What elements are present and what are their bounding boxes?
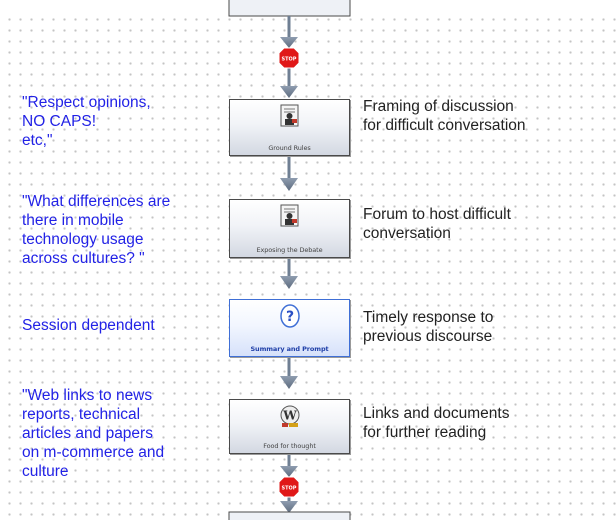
stop-sign-icon: STOP <box>278 476 300 498</box>
arrow-down-icon <box>280 86 298 98</box>
debate-question-example: "What differences are there in mobile te… <box>22 193 171 267</box>
arrow-down-icon <box>280 466 298 477</box>
top-partial-node[interactable] <box>228 0 351 17</box>
arrow-down-icon <box>280 276 298 289</box>
w-globe-icon: W <box>280 405 299 427</box>
summary-description: Timely response to previous discourse <box>363 309 494 345</box>
ground-rules-node[interactable]: Ground Rules <box>229 99 350 156</box>
stop-sign-label: STOP <box>282 486 297 492</box>
node-caption: Food for thought <box>263 442 316 450</box>
food-for-thought-node[interactable]: W Food for thought <box>229 399 350 454</box>
node-caption: Summary and Prompt <box>250 345 329 353</box>
summary-and-prompt-node[interactable]: ? Summary and Prompt <box>229 299 350 357</box>
arrow-down-icon <box>280 37 298 48</box>
bottom-partial-node[interactable] <box>228 511 351 520</box>
arrow-down-icon <box>280 178 298 191</box>
links-description: Links and documents for further reading <box>363 405 510 441</box>
arrow-down-icon <box>280 501 298 513</box>
node-caption: Exposing the Debate <box>256 246 323 254</box>
stop-sign-label: STOP <box>282 57 297 63</box>
stop-sign-icon: STOP <box>278 47 300 69</box>
web-links-example: "Web links to news reports, technical ar… <box>22 387 165 480</box>
debate-description: Forum to host difficult conversation <box>363 206 511 242</box>
session-dependent-label: Session dependent <box>22 317 155 334</box>
exposing-the-debate-node[interactable]: Exposing the Debate <box>229 199 350 258</box>
svg-text:?: ? <box>285 309 293 325</box>
ground-rules-example: "Respect opinions, NO CAPS! etc," <box>22 94 151 149</box>
node-caption: Ground Rules <box>268 144 311 152</box>
question-mark-icon: ? <box>279 304 300 328</box>
ground-rules-description: Framing of discussion for difficult conv… <box>363 98 526 134</box>
document-person-icon <box>280 204 298 227</box>
svg-text:W: W <box>282 409 297 423</box>
arrow-down-icon <box>280 376 298 389</box>
document-person-icon <box>280 104 298 127</box>
